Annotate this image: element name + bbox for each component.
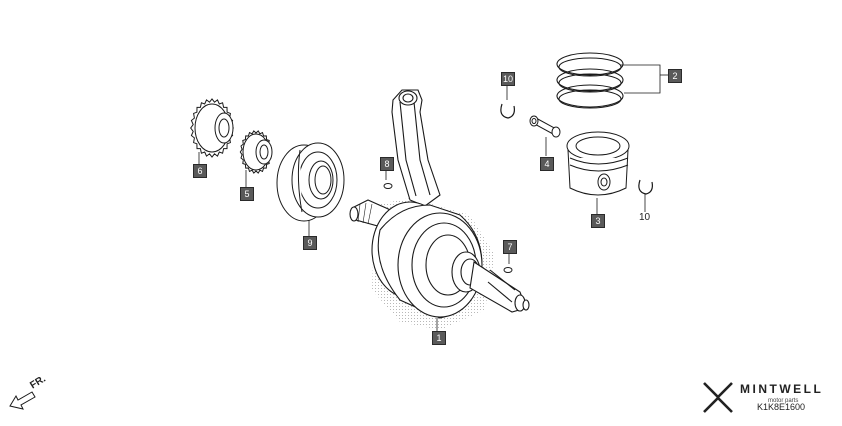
callout-part-10-right[interactable]: 10 bbox=[639, 212, 651, 223]
callout-part-4[interactable]: 4 bbox=[540, 157, 554, 171]
callout-part-10-left[interactable]: 10 bbox=[501, 72, 515, 86]
callout-part-2[interactable]: 2 bbox=[668, 69, 682, 83]
piston-pin bbox=[529, 115, 561, 138]
callout-part-7[interactable]: 7 bbox=[503, 240, 517, 254]
circlip-left bbox=[500, 103, 515, 119]
crankshaft-assembly bbox=[349, 89, 530, 319]
callout-part-6[interactable]: 6 bbox=[193, 164, 207, 178]
circlip-right bbox=[638, 179, 653, 195]
clip-part-8 bbox=[383, 183, 393, 189]
callout-part-8[interactable]: 8 bbox=[380, 157, 394, 171]
leader-lines bbox=[198, 64, 668, 331]
gear-small bbox=[239, 130, 273, 174]
brand-name: MINTWELL bbox=[740, 382, 824, 396]
front-direction-arrow bbox=[9, 391, 36, 410]
ball-bearing bbox=[276, 142, 345, 222]
callout-part-3[interactable]: 3 bbox=[591, 214, 605, 228]
brand-logo-mark bbox=[703, 382, 733, 413]
clip-part-7 bbox=[503, 267, 513, 273]
callout-part-9[interactable]: 9 bbox=[303, 236, 317, 250]
callout-part-1[interactable]: 1 bbox=[432, 331, 446, 345]
gear-large bbox=[190, 98, 234, 158]
brand-tagline: motor parts bbox=[768, 398, 799, 404]
brand-logo: MINTWELL motor parts bbox=[700, 378, 830, 418]
callout-part-5[interactable]: 5 bbox=[240, 187, 254, 201]
diagram-code: K1K8E1600 bbox=[757, 402, 806, 412]
piston bbox=[566, 131, 630, 196]
piston-rings bbox=[556, 52, 624, 109]
